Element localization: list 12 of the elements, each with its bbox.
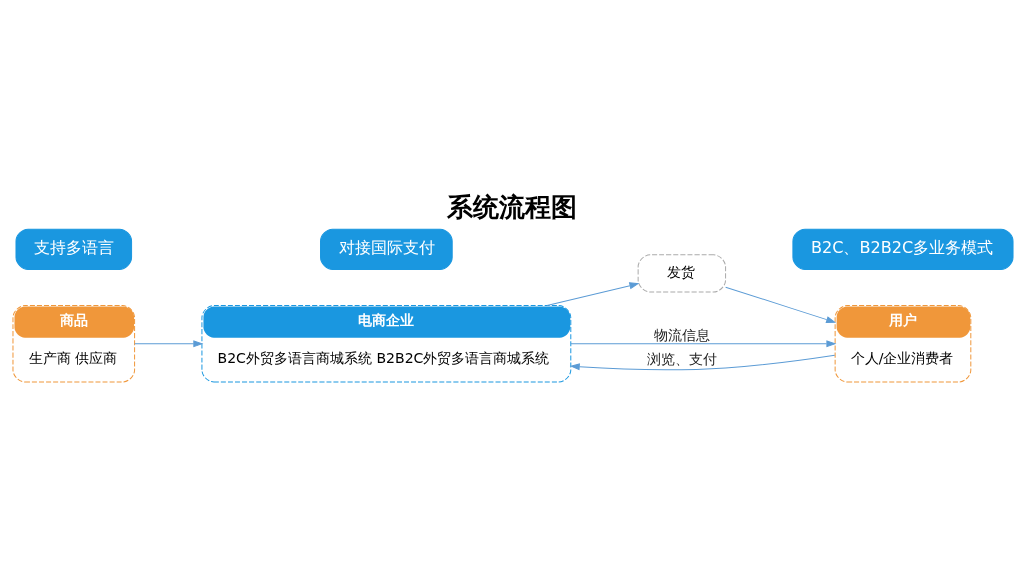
arrow <box>570 340 837 348</box>
node-box: B2C、B2B2C多业务模式 <box>792 228 1014 270</box>
diagram-title: 系统流程图 <box>446 191 577 222</box>
edge-label: 浏览、支付 <box>646 351 717 368</box>
node-box: 支持多语言 <box>15 228 133 270</box>
node-box: 发货 <box>637 254 727 293</box>
edge-label: 物流信息 <box>653 326 710 343</box>
arrow <box>134 340 204 348</box>
arrow <box>725 286 837 323</box>
arrow <box>546 282 640 307</box>
arrow <box>569 354 836 371</box>
node-box: 对接国际支付 <box>320 228 453 270</box>
